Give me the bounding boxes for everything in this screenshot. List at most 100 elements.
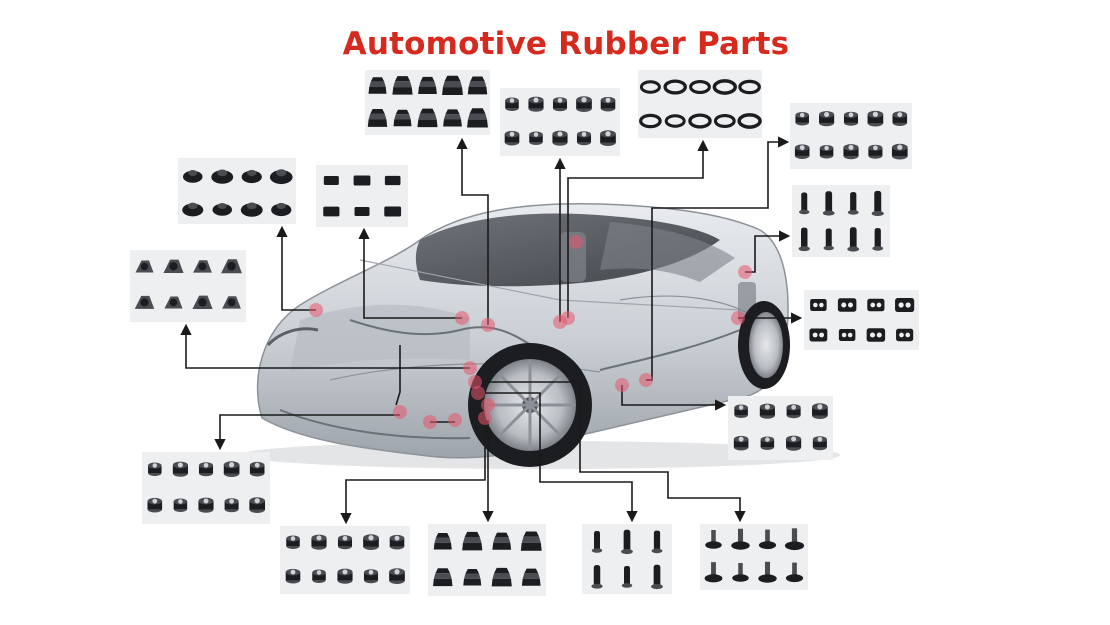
suspension-bushing-icon <box>363 569 379 584</box>
rubber-bushing-icon <box>868 144 883 159</box>
rubber-bushing-icon <box>600 130 616 146</box>
rubber-seal-ring-icon <box>663 79 687 95</box>
dust-boots-panel <box>582 524 672 594</box>
engine-mount-icon <box>163 259 184 274</box>
rubber-bellows-icon <box>367 109 388 127</box>
rubber-bushing-icon <box>552 130 568 146</box>
rubber-bellows-icon <box>417 108 438 128</box>
rubber-bellows-icon <box>443 109 462 127</box>
rubber-bushing-icon <box>600 96 616 112</box>
strut-mount-icon <box>269 169 293 185</box>
rubber-bushing-icon <box>552 97 568 112</box>
shock-bushing-icon <box>758 561 777 583</box>
rubber-mount-icon <box>812 403 828 419</box>
rubber-bushing-icon <box>529 131 543 145</box>
rubber-bushing-icon <box>867 110 884 127</box>
rubber-bushing-icon <box>576 131 592 146</box>
front-wheel <box>468 343 592 467</box>
small-bushings-panel <box>790 103 912 169</box>
exhaust-hangers-panel <box>804 290 919 350</box>
exhaust-hanger-icon <box>809 328 828 342</box>
engine-mount-icon <box>221 259 242 274</box>
exhaust-hanger-icon <box>896 328 914 342</box>
rubber-bushing-icon <box>505 97 519 111</box>
rubber-bellows-icon <box>392 76 413 95</box>
rubber-bellows-icon <box>467 108 488 128</box>
bump-stop-icon <box>798 227 810 252</box>
cv-boot-icon <box>491 567 512 587</box>
strut-mounts-panel <box>178 158 296 224</box>
rubber-mount-icon <box>733 435 749 451</box>
suspension-bushing-icon <box>285 568 301 584</box>
cv-boot-icon <box>521 568 541 586</box>
rubber-bushing-icon <box>843 144 859 160</box>
strut-mount-icon <box>271 202 292 217</box>
rubber-grommet-icon <box>223 461 240 477</box>
bellows-panel <box>365 70 490 135</box>
shock-bushing-icon <box>732 563 749 582</box>
assorted-mounts-panel <box>728 396 833 460</box>
rubber-grommet-icon <box>198 462 214 477</box>
shock-bushing-icon <box>758 529 777 550</box>
rubber-pad-icon <box>323 206 340 217</box>
rubber-grommet-icon <box>148 462 162 476</box>
bump-stop-icon <box>847 227 860 252</box>
rubber-bellows-icon <box>393 109 412 127</box>
rubber-seal-ring-icon <box>689 79 711 95</box>
exhaust-hanger-icon <box>810 299 827 311</box>
rubber-bushing-icon <box>892 111 908 126</box>
rubber-grommet-icon <box>249 497 266 513</box>
rubber-pad-icon <box>323 176 339 185</box>
rubber-pads-panel <box>316 165 408 227</box>
dust-boot-icon <box>591 565 603 589</box>
shock-bushing-icon <box>705 530 722 549</box>
rubber-mount-icon <box>760 436 775 450</box>
exhaust-hanger-icon <box>867 298 885 312</box>
rubber-grommet-icon <box>172 461 188 477</box>
cv-boot-icon <box>433 533 452 550</box>
suspension-bushing-icon <box>311 534 327 550</box>
rubber-grommet-icon <box>173 498 188 512</box>
rubber-seal-ring-icon <box>737 113 762 129</box>
engine-mount-icon <box>164 296 183 309</box>
cv-boot-icon <box>492 532 512 550</box>
dust-boot-icon <box>591 531 603 553</box>
rubber-pad-icon <box>354 207 370 216</box>
bushings-mounts-panel <box>500 88 620 156</box>
rubber-pad-icon <box>353 175 371 186</box>
rubber-bellows-icon <box>418 76 437 95</box>
engine-mount-icon <box>193 260 212 273</box>
strut-mount-icon <box>212 203 232 216</box>
rubber-seal-ring-icon <box>688 113 712 129</box>
suspension-bushing-icon <box>389 568 405 584</box>
strut-mount-icon <box>240 202 263 217</box>
bump-stop-icon <box>823 228 834 251</box>
rubber-bushing-icon <box>819 145 834 159</box>
rubber-bushing-icon <box>528 96 544 112</box>
rubber-bellows-icon <box>368 77 387 94</box>
cv-boot-icon <box>463 569 482 586</box>
dust-boot-icon <box>651 530 663 554</box>
suspension-bushing-icon <box>389 534 405 550</box>
rubber-bushing-icon <box>819 111 835 127</box>
rubber-bushing-icon <box>795 112 809 126</box>
exhaust-hanger-icon <box>838 329 856 341</box>
suspension-bushing-icon <box>286 535 300 549</box>
suspension-bushing-icon <box>312 569 326 583</box>
engine-mount-icon <box>134 295 155 309</box>
bump-stop-icon <box>847 192 859 215</box>
rubber-mount-icon <box>786 404 801 419</box>
dust-boot-icon <box>621 529 633 555</box>
cv-boot-icon <box>462 531 483 551</box>
rubber-seal-ring-icon <box>738 79 761 95</box>
page-title: Automotive Rubber Parts <box>342 26 790 62</box>
rubber-grommet-icon <box>198 497 214 513</box>
shock-bushing-icon <box>784 528 805 551</box>
exhaust-hanger-icon <box>866 328 886 342</box>
dust-boot-icon <box>621 566 633 588</box>
bump-stop-icon <box>822 191 835 216</box>
dust-boot-icon <box>651 564 663 590</box>
bump-stop-icon <box>871 190 884 217</box>
bump-stop-icon <box>799 192 810 215</box>
engine-mount-icon <box>135 260 154 273</box>
